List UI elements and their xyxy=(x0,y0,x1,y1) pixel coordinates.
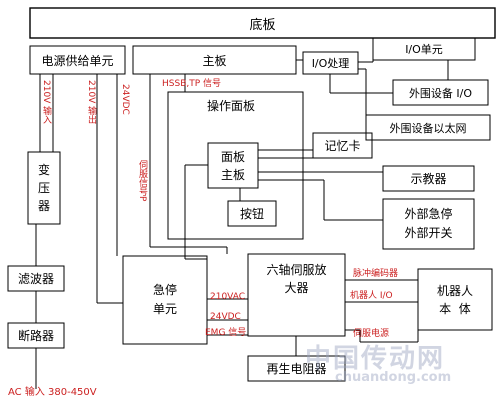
estop-unit-block: 急停 单元 xyxy=(152,282,177,316)
main-board-block: 主板 xyxy=(202,53,227,68)
filter-block: 滤波器 xyxy=(17,272,54,286)
servo-amplifier-block: 六轴伺服放 大器 xyxy=(266,263,327,295)
memory-card-block: 记忆卡 xyxy=(324,139,361,153)
baseboard-block: 底板 xyxy=(249,17,276,33)
io-unit-block: I/O单元 xyxy=(405,43,443,56)
panel-main-board-block: 面板 主板 xyxy=(220,149,245,182)
ac-input-label: AC 输入 380-450V xyxy=(8,387,97,398)
io-processing-block: I/O处理 xyxy=(311,57,350,70)
regen-resistor-block: 再生电阻器 xyxy=(266,362,327,376)
transformer-block: 变 压 器 xyxy=(37,163,50,213)
buttons-block: 按钮 xyxy=(239,207,264,221)
v210vac-label: 210VAC xyxy=(210,292,246,302)
v24vdc-label: 24VDC xyxy=(210,312,241,322)
peripheral-io-block: 外围设备 I/O xyxy=(408,86,473,100)
servo-signal-label: 伺服信号P xyxy=(137,160,147,202)
power-unit-block: 电源供给单元 xyxy=(41,53,114,68)
servo-power-label: 伺服电源 xyxy=(353,329,390,339)
robot-io-label: 机器人 I/O xyxy=(350,291,393,301)
v210-input-label: 210V 输入 xyxy=(41,80,51,125)
robot-body-block: 机器人 本 体 xyxy=(436,283,473,316)
breaker-block: 断路器 xyxy=(17,329,54,343)
v24dc-left-label: 24VDC xyxy=(120,84,130,115)
watermark-url: chuandong.com xyxy=(335,370,452,385)
teach-pendant-block: 示教器 xyxy=(410,172,447,186)
external-estop-block: 外部急停 外部开关 xyxy=(404,206,453,240)
peripheral-ethernet-block: 外围设备以太网 xyxy=(389,121,467,135)
watermark-logo: 中国传动网 xyxy=(305,344,446,374)
v210-output-label: 210V 输出 xyxy=(86,80,96,125)
operation-panel-title: 操作面板 xyxy=(207,99,256,113)
pulse-encoder-label: 脉冲编码器 xyxy=(353,269,399,279)
hssb-tp-label: HSSB,TP 信号 xyxy=(162,79,222,89)
emg-signal-label: EMG 信号 xyxy=(205,328,247,338)
